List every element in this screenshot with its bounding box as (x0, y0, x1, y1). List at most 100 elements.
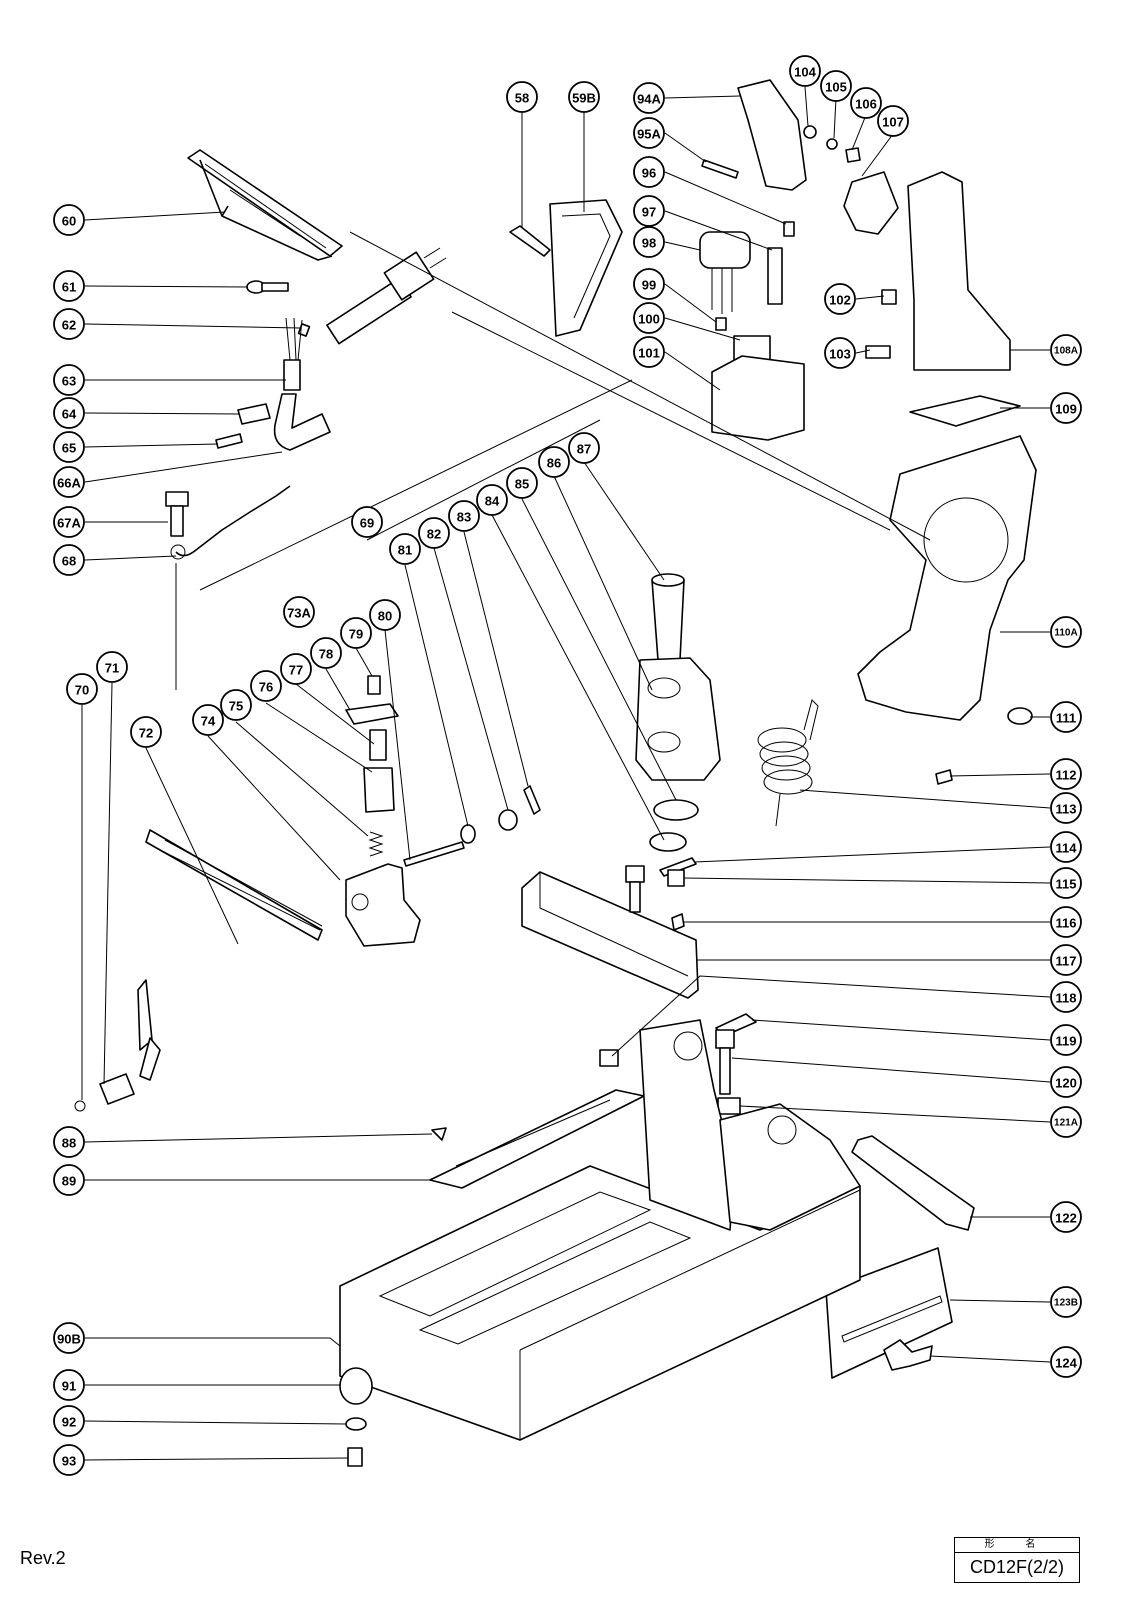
part-78-plate (345, 703, 399, 725)
callout-67A: 67A (53, 506, 85, 538)
part-105-washer (826, 138, 838, 150)
svg-text:107: 107 (882, 115, 904, 130)
part-74-vise-block (345, 863, 421, 947)
part-94A-handle-cover (737, 79, 807, 191)
callout-102: 102 (824, 283, 856, 315)
svg-text:114: 114 (1056, 841, 1078, 856)
callout-59B: 59B (568, 81, 600, 113)
part-61-screw (246, 280, 289, 294)
callout-124: 124 (1050, 1346, 1082, 1378)
callout-123B: 123B (1050, 1286, 1082, 1318)
part-104-screw (803, 125, 817, 139)
part-109-gasket (909, 395, 1021, 427)
svg-text:83: 83 (457, 510, 471, 525)
svg-text:58: 58 (515, 91, 529, 106)
svg-text:115: 115 (1056, 877, 1077, 892)
part-95A-screw (701, 159, 739, 179)
part-115-screw (667, 869, 685, 887)
svg-text:96: 96 (642, 166, 656, 181)
part-85-washer (653, 799, 699, 821)
svg-text:71: 71 (105, 661, 119, 676)
svg-text:72: 72 (139, 726, 153, 741)
svg-text:80: 80 (378, 609, 392, 624)
svg-text:103: 103 (829, 347, 851, 362)
part-117-fence (521, 871, 699, 999)
callout-75: 75 (220, 689, 252, 721)
svg-text:100: 100 (638, 312, 660, 327)
part-83-cotter (523, 785, 541, 815)
callout-98: 98 (633, 226, 665, 258)
svg-text:66A: 66A (57, 476, 81, 491)
callout-83: 83 (448, 500, 480, 532)
callout-107: 107 (877, 105, 909, 137)
part-79-screw (367, 675, 381, 695)
callout-69: 69 (351, 506, 383, 538)
callout-105: 105 (820, 70, 852, 102)
svg-text:120: 120 (1055, 1076, 1077, 1091)
svg-text:65: 65 (62, 441, 76, 456)
part-121A-nut (717, 1097, 741, 1115)
svg-text:68: 68 (62, 554, 76, 569)
callout-110A: 110A (1050, 616, 1082, 648)
svg-text:63: 63 (62, 374, 76, 389)
callout-76: 76 (250, 670, 282, 702)
svg-text:99: 99 (642, 278, 656, 293)
part-75-spring (368, 831, 384, 857)
part-81-washer (460, 824, 476, 844)
part-98-capacitor (699, 231, 751, 269)
callout-117: 117 (1050, 944, 1082, 976)
callout-118: 118 (1050, 981, 1082, 1013)
part-67A-bolt (165, 491, 189, 537)
svg-text:85: 85 (515, 477, 529, 492)
part-drawings (74, 79, 1037, 1467)
part-99 (715, 317, 727, 331)
callout-114: 114 (1050, 831, 1082, 863)
part-86-bracket (635, 657, 721, 781)
callout-86: 86 (538, 446, 570, 478)
callout-87: 87 (568, 432, 600, 464)
svg-text:101: 101 (638, 346, 660, 361)
part-64-clamp (237, 403, 271, 425)
callout-64: 64 (53, 397, 85, 429)
svg-text:123B: 123B (1054, 1298, 1078, 1309)
svg-text:95A: 95A (637, 127, 661, 142)
callout-99: 99 (633, 268, 665, 300)
part-111-cap (1007, 707, 1033, 725)
svg-text:112: 112 (1056, 768, 1077, 783)
model-number: CD12F(2/2) (969, 1557, 1065, 1577)
part-103-clip (865, 345, 891, 359)
part-88-screw (431, 1127, 447, 1141)
part-96 (783, 221, 795, 237)
svg-text:98: 98 (642, 236, 656, 251)
svg-text:116: 116 (1056, 916, 1077, 931)
svg-text:92: 92 (62, 1415, 76, 1430)
leader-lines (81, 86, 1051, 1461)
svg-text:79: 79 (349, 627, 363, 642)
part-89-plate (429, 1089, 645, 1189)
model-header: 形 名 (955, 1538, 1079, 1553)
svg-text:70: 70 (75, 683, 89, 698)
callout-63: 63 (53, 364, 85, 396)
callout-115: 115 (1050, 867, 1082, 899)
callout-113: 113 (1050, 792, 1082, 824)
callout-112: 112 (1050, 758, 1082, 790)
part-102-screw (881, 289, 897, 305)
callout-84: 84 (476, 484, 508, 516)
part-77-bushing (369, 729, 387, 761)
part-101-foam (711, 355, 805, 441)
svg-text:93: 93 (62, 1454, 76, 1469)
part-108A-handle (907, 171, 1011, 371)
callout-61: 61 (53, 270, 85, 302)
callout-106: 106 (850, 87, 882, 119)
callout-62: 62 (53, 308, 85, 340)
callout-101: 101 (633, 336, 665, 368)
callout-109: 109 (1050, 392, 1082, 424)
svg-text:117: 117 (1056, 954, 1077, 969)
part-107-trigger (843, 171, 899, 235)
callout-90B: 90B (53, 1322, 85, 1354)
svg-text:60: 60 (62, 214, 76, 229)
callout-79: 79 (340, 617, 372, 649)
svg-text:74: 74 (201, 714, 216, 729)
callout-70: 70 (66, 673, 98, 705)
